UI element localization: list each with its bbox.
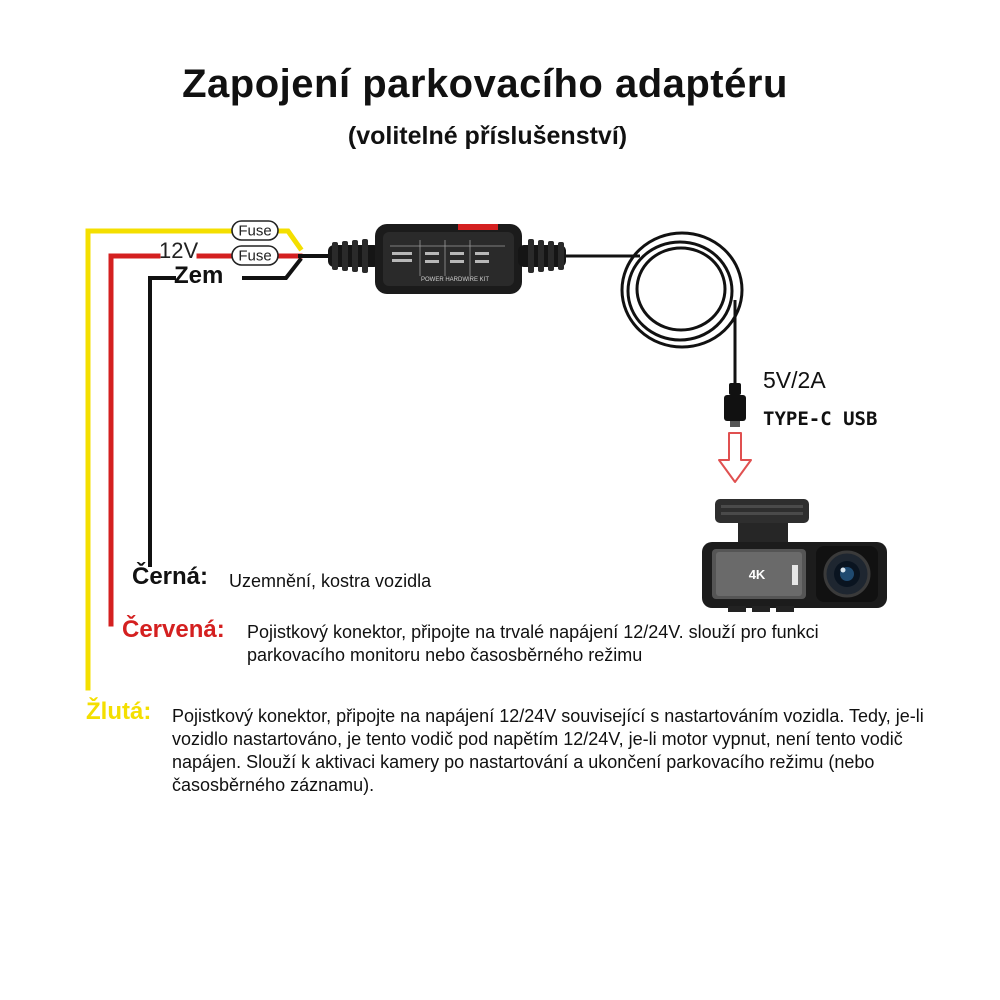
left-strain-relief bbox=[328, 239, 380, 273]
yellow-wire bbox=[85, 228, 304, 691]
cable-spec-label: 5V/2A bbox=[763, 367, 826, 393]
fuse-holder-mid: Fuse bbox=[231, 245, 279, 266]
legend-black-text: Uzemnění, kostra vozidla bbox=[229, 571, 432, 591]
legend-red-key: Červená: bbox=[122, 616, 225, 643]
fuse-label-mid: Fuse bbox=[238, 248, 271, 265]
connector-type-label: TYPE-C USB bbox=[763, 408, 878, 430]
type-c-plug bbox=[724, 383, 746, 427]
red-wire bbox=[108, 253, 303, 627]
right-strain-relief bbox=[518, 239, 566, 273]
legend-red-text: Pojistkový konektor, připojte na trvalé … bbox=[247, 622, 819, 665]
page-title: Zapojení parkovacího adaptéru bbox=[182, 62, 788, 106]
camera-badge: 4K bbox=[749, 567, 766, 582]
page-subtitle: (volitelné příslušenství) bbox=[347, 122, 628, 150]
legend-yellow-text: Pojistkový konektor, připojte na napájen… bbox=[172, 706, 924, 795]
camera-mount bbox=[715, 499, 809, 523]
legend-black-key: Černá: bbox=[132, 563, 209, 590]
black-wire bbox=[148, 257, 303, 567]
fuse-holder-top: Fuse bbox=[231, 220, 279, 241]
legend-yellow-key: Žlutá: bbox=[86, 698, 152, 725]
label-12v: 12V bbox=[159, 238, 199, 263]
adapter-brand-text: POWER HARDWIRE KIT bbox=[421, 277, 489, 283]
fuse-label-top: Fuse bbox=[238, 223, 271, 240]
dash-camera: 4K bbox=[702, 499, 887, 612]
down-arrow-icon bbox=[718, 432, 752, 483]
hardwire-adapter-box: POWER HARDWIRE KIT bbox=[375, 224, 522, 294]
coiled-output-cable bbox=[566, 231, 744, 385]
label-ground: Zem bbox=[174, 262, 224, 289]
